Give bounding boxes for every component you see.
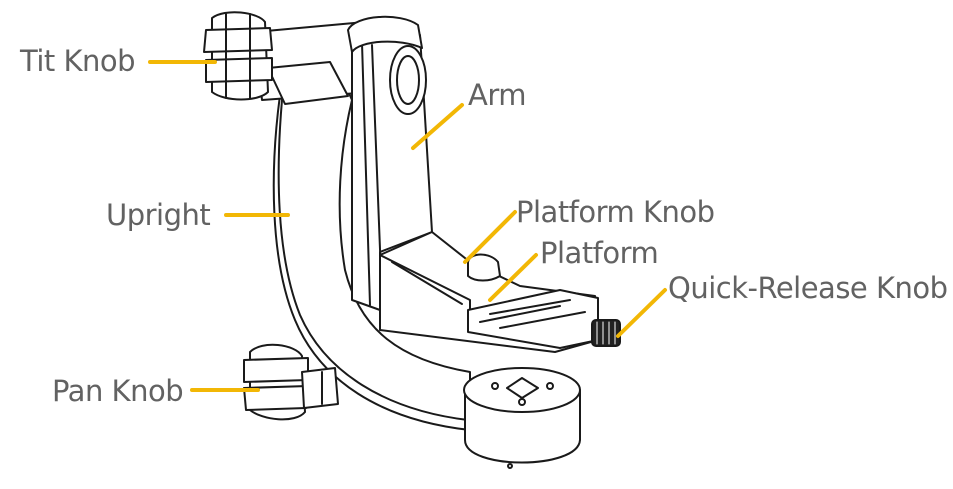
quick-release-knob-leader xyxy=(616,288,667,338)
arm-label: Arm xyxy=(468,78,527,112)
platform-knob-label: Platform Knob xyxy=(516,195,715,229)
platform-leader xyxy=(488,253,538,302)
platform-knob-leader xyxy=(463,210,517,264)
arm-rings xyxy=(347,15,423,53)
tilt-knob-shape xyxy=(203,11,273,101)
quick-release-knob-label: Quick-Release Knob xyxy=(668,271,948,305)
arm-leader xyxy=(411,103,464,150)
tilt-knob-label: Tit Knob xyxy=(20,44,136,78)
upright-inner-line xyxy=(277,99,469,421)
pan-knob-label: Pan Knob xyxy=(52,374,184,408)
upright-label: Upright xyxy=(106,198,211,232)
base-top xyxy=(463,367,581,413)
pan-knob-shape xyxy=(243,343,339,421)
platform-label: Platform xyxy=(540,236,659,270)
quick-release-knob-shape xyxy=(591,319,621,347)
platform-knob-shape xyxy=(467,253,501,282)
